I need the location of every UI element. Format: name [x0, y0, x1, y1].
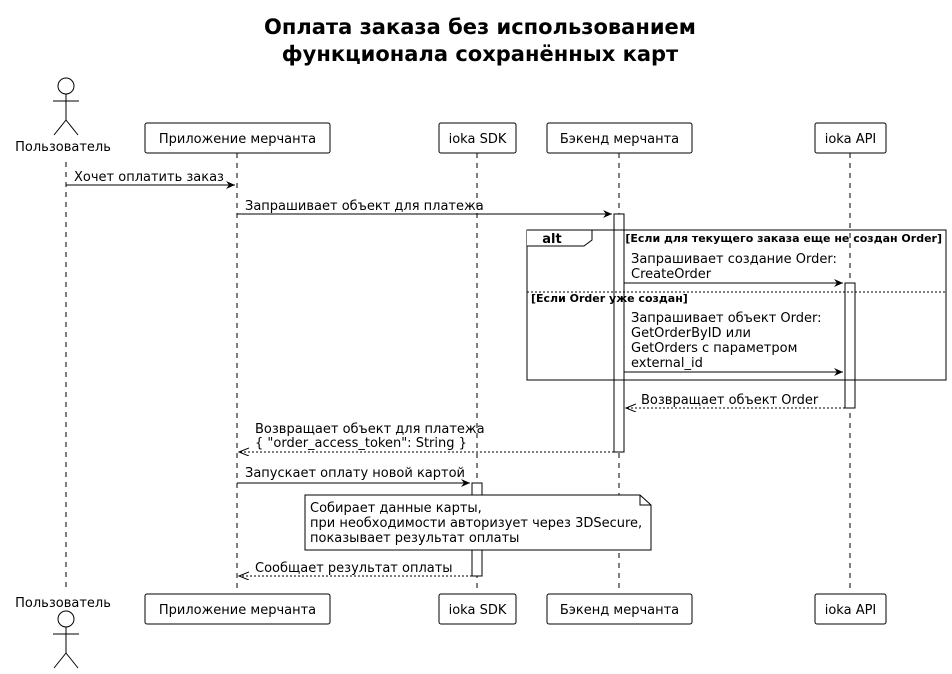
- participant-user-label-bottom: Пользователь: [15, 596, 111, 611]
- participant-api-label-top: ioka API: [825, 132, 877, 147]
- alt-fragment: [526, 229, 947, 381]
- participant-api-bottom: [814, 593, 887, 625]
- alt-guard-1: [Если для текущего заказа еще не создан …: [625, 232, 942, 245]
- participant-app-label-top: Приложение мерчанта: [159, 132, 316, 147]
- diagram-title-line1: Оплата заказа без использованием: [264, 15, 696, 39]
- alt-keyword: alt: [542, 232, 561, 247]
- participant-sdk-label-bottom: ioka SDK: [449, 603, 507, 618]
- message-label-3-line1: Запрашивает создание Order:: [631, 252, 837, 267]
- alt-guard-2: [Если Order уже создан]: [531, 292, 688, 305]
- diagram-title-line2: функционала сохранённых карт: [282, 42, 679, 66]
- note-line-3: показывает результат оплаты: [310, 531, 519, 546]
- participant-sdk-top: [438, 122, 517, 154]
- actor-user-bottom: [53, 610, 79, 669]
- actor-user-top: [53, 77, 79, 136]
- participant-sdk-bottom: [438, 593, 517, 625]
- participant-user-label-top: Пользователь: [15, 140, 111, 155]
- message-label-4-line4: external_id: [631, 356, 703, 371]
- participant-backend-top: [546, 122, 693, 154]
- participant-api-label-bottom: ioka API: [825, 603, 877, 618]
- message-label-7: Запускает оплату новой картой: [245, 466, 465, 481]
- note-fold: [639, 495, 651, 506]
- note-line-1: Собирает данные карты,: [310, 501, 482, 516]
- message-label-8: Сообщает результат оплаты: [255, 561, 453, 576]
- participant-backend-bottom: [546, 593, 693, 625]
- message-label-3-line2: CreateOrder: [631, 267, 712, 282]
- message-label-4-line2: GetOrderByID или: [631, 326, 751, 341]
- message-label-1: Хочет оплатить заказ: [74, 170, 224, 185]
- participant-app-top: [144, 122, 331, 154]
- participant-sdk-label-top: ioka SDK: [449, 132, 507, 147]
- participant-backend-label-top: Бэкенд мерчанта: [560, 132, 679, 147]
- message-label-4-line3: GetOrders с параметром: [631, 341, 797, 356]
- activation-backend: [613, 213, 625, 453]
- message-label-5: Возвращает объект Order: [641, 393, 819, 408]
- message-label-6-line1: Возвращает объект для платежа: [255, 422, 485, 437]
- note-line-2: при необходимости авторизует через 3DSec…: [310, 516, 642, 531]
- message-label-2: Запрашивает объект для платежа: [245, 199, 484, 214]
- note-box: [304, 494, 652, 551]
- participant-app-bottom: [144, 593, 331, 625]
- participant-app-label-bottom: Приложение мерчанта: [159, 603, 316, 618]
- activation-api: [844, 282, 856, 409]
- participant-backend-label-bottom: Бэкенд мерчанта: [560, 603, 679, 618]
- message-label-4-line1: Запрашивает объект Order:: [631, 311, 822, 326]
- message-label-6-line2: { "order_access_token": String }: [255, 436, 467, 451]
- participant-api-top: [814, 122, 887, 154]
